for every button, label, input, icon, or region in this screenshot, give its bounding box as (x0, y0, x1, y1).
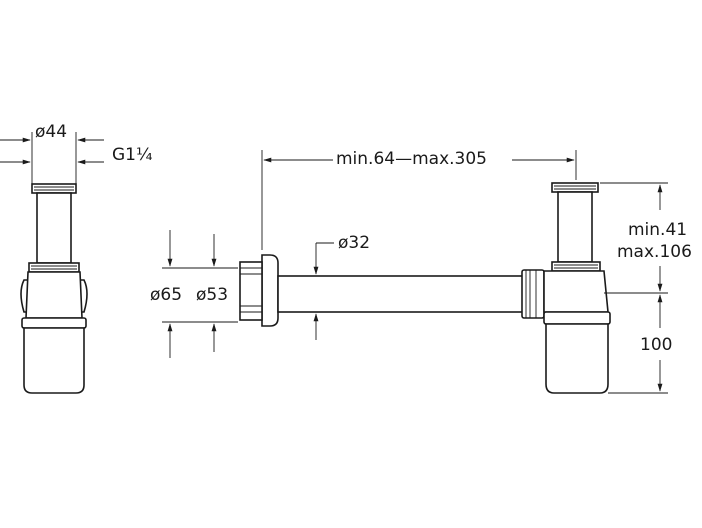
dim-length-range: min.64—max.305 (336, 149, 487, 169)
dim-outer-diameter: ø65 (150, 285, 182, 305)
dim-thread: G1¼ (112, 145, 152, 165)
length-dimension: min.64—max.305 (261, 149, 577, 250)
dim-height-min: min.41 (628, 220, 687, 240)
pipe-diameter-dimension: ø32 (313, 233, 370, 340)
flange-diameter-dimensions: ø65 ø53 (150, 230, 238, 358)
dim-inner-diameter: ø53 (196, 285, 228, 305)
dim-height-max: max.106 (617, 242, 692, 262)
dim-pipe-diameter: ø32 (338, 233, 370, 253)
dim-outlet-height: 100 (640, 335, 672, 355)
side-view-trap (20, 183, 88, 394)
dim-side-diameter: ø44 (35, 122, 67, 142)
front-view-trap (239, 182, 611, 394)
height-dimensions: min.41 max.106 100 (600, 182, 692, 394)
side-dimensions: ø44 G1¼ (0, 122, 152, 184)
